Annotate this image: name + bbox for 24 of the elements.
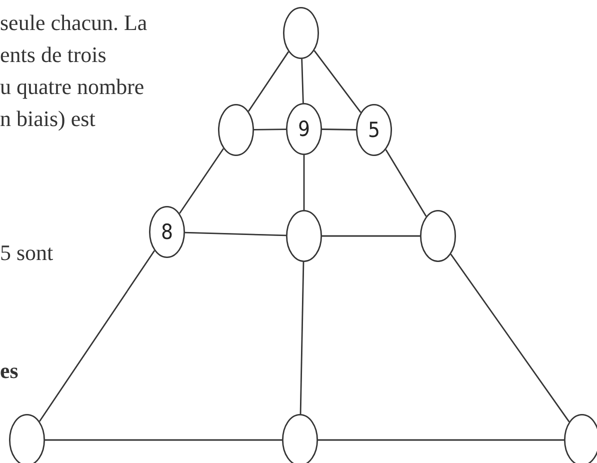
connector-line [184,232,286,236]
connector-line [385,149,427,217]
connector-line [314,50,362,113]
connector-line [300,262,304,414]
connector-line [38,250,156,422]
connector-line [254,128,286,130]
text-fragment: ents de trois [0,44,106,66]
connector-line [318,439,564,441]
text-fragment: n biais) est [0,108,96,130]
connector-line [301,58,304,104]
connector-line [322,128,356,130]
node-number: 9 [298,117,310,141]
text-fragment: es [0,360,18,382]
connector-line [450,254,570,422]
connector-line [248,51,290,112]
connector-line [45,439,282,441]
text-fragment: seule chacun. La [0,12,148,34]
node-number: 8 [160,220,174,244]
node-number: 5 [368,118,380,142]
text-fragment: u quatre nombre [0,76,144,98]
connector-line [322,235,420,237]
connector-line [179,148,224,214]
text-fragment: 5 sont [0,242,54,264]
connector-line [303,155,305,210]
